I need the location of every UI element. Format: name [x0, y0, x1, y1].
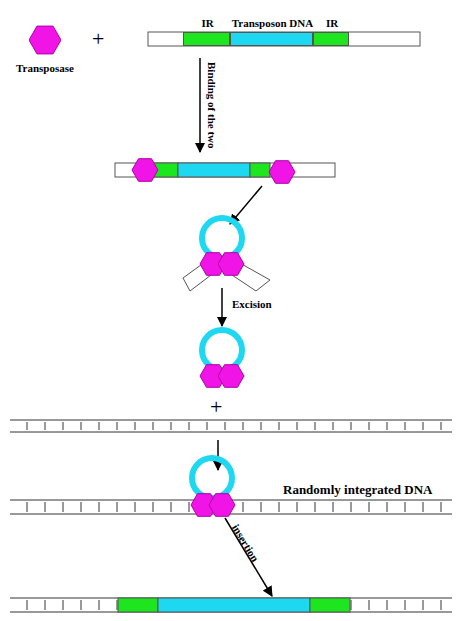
plus-sign: +: [92, 26, 104, 52]
integrating-dna: [10, 458, 452, 516]
transposon-segment: Transposon DNA: [230, 32, 313, 46]
node-label: IR: [201, 17, 213, 29]
looped-transposon: [183, 218, 270, 291]
step-label: insertion: [230, 522, 262, 564]
node-label: Transposase: [16, 62, 74, 74]
hexagon-outline: [29, 24, 61, 56]
inverted-repeat: IR: [313, 32, 349, 46]
stage-label: Randomly integrated DNA: [283, 482, 433, 498]
step-arrow: [221, 288, 223, 326]
dna-bar: [148, 32, 420, 46]
step-arrow: [217, 440, 219, 470]
excised-transposon: [200, 330, 244, 387]
transposase-hexagon: Transposase: [29, 24, 61, 56]
step-label: Binding of the two: [206, 62, 218, 149]
inverted-repeat: IR: [183, 32, 230, 46]
plus-sign: +: [210, 394, 222, 420]
step-arrow: [230, 186, 262, 224]
bound-transposon: [115, 159, 335, 184]
step-arrow: [199, 58, 201, 152]
inserted-dna: [10, 598, 452, 612]
target-dna: [10, 420, 452, 432]
step-arrow: [225, 518, 272, 596]
node-label: IR: [326, 17, 338, 29]
node-label: Transposon DNA: [232, 17, 313, 29]
step-label: Excision: [232, 298, 272, 310]
